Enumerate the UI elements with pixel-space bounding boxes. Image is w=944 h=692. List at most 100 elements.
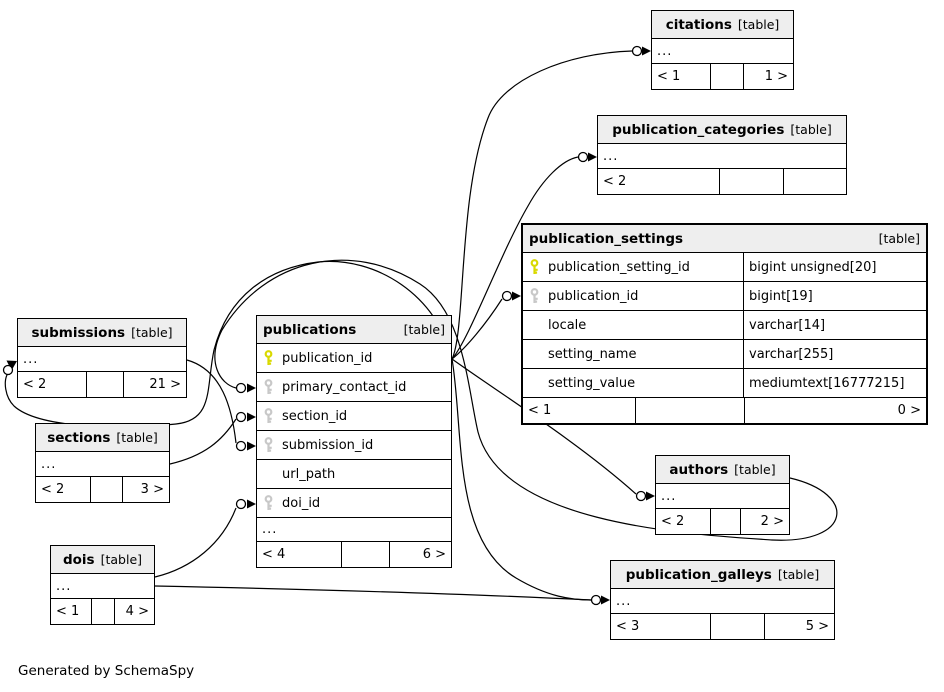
table-tag: [table] [737, 17, 780, 32]
table-authors[interactable]: authors [table] ... < 2 2 > [655, 455, 790, 535]
column-type: bigint[19] [743, 282, 926, 310]
table-header-publication_galleys[interactable]: publication_galleys [table] [611, 561, 834, 589]
table-header-publication_categories[interactable]: publication_categories [table] [598, 116, 846, 144]
footer-children: 5 > [805, 619, 829, 634]
table-header-publications[interactable]: publications [table] [257, 316, 451, 344]
column-row-setting_value[interactable]: setting_value mediumtext[16777215] [523, 369, 926, 398]
edge-publications-citations [451, 50, 633, 360]
columns-ellipsis[interactable]: ... [656, 484, 789, 509]
column-row-publication_id[interactable]: publication_id [257, 344, 451, 373]
edge-sections-section_id [169, 418, 237, 465]
arrow-into-primary_contact_id [247, 383, 256, 393]
primary-key-icon [528, 259, 541, 275]
connector-circle-submissions [2, 364, 14, 376]
arrow-into-publication_categories [588, 152, 597, 162]
table-tag: [table] [777, 567, 820, 582]
table-tag: [table] [878, 231, 920, 246]
table-dois[interactable]: dois [table] ... < 1 4 > [50, 545, 155, 625]
table-citations[interactable]: citations [table] ... < 1 1 > [651, 10, 794, 90]
footer-mid [342, 542, 390, 567]
table-tag: [table] [116, 430, 158, 445]
table-publication_galleys[interactable]: publication_galleys [table] ... < 3 5 > [610, 560, 835, 640]
table-publication_categories[interactable]: publication_categories [table] ... < 2 [597, 115, 847, 195]
footer-children: 4 > [125, 604, 149, 619]
table-tag: [table] [403, 322, 445, 337]
connector-circle-doi_id [235, 498, 247, 510]
columns-ellipsis[interactable]: ... [652, 39, 793, 64]
column-name: doi_id [282, 495, 321, 511]
edge-publications-publication_settings [451, 298, 503, 360]
arrow-into-authors [646, 491, 655, 501]
fk-arrowheads [6, 46, 655, 605]
foreign-key-icon [528, 288, 541, 304]
edge-publications-publication_galleys [451, 358, 592, 601]
table-name: dois [62, 551, 95, 568]
arrow-into-doi_id [247, 499, 256, 509]
table-header-sections[interactable]: sections [table] [36, 424, 169, 452]
arrow-into-publication_galleys [601, 595, 610, 605]
table-header-submissions[interactable]: submissions [table] [18, 319, 186, 347]
table-name: publication_galleys [625, 566, 772, 583]
columns-ellipsis[interactable]: ... [51, 574, 154, 599]
columns-ellipsis[interactable]: ... [598, 144, 846, 169]
table-footer: < 1 4 > [51, 599, 154, 624]
table-name: sections [47, 429, 111, 446]
footer-parents: < 1 [51, 599, 93, 624]
foreign-key-icon [262, 495, 275, 511]
edge-dois-doi_id [154, 507, 237, 578]
table-publication_settings[interactable]: publication_settings [table] publication… [521, 223, 928, 425]
column-row-submission_id[interactable]: submission_id [257, 431, 451, 460]
column-name: publication_setting_id [548, 259, 690, 275]
arrow-into-section_id [247, 412, 256, 422]
column-row-url_path[interactable]: url_path [257, 460, 451, 489]
column-row-publication_id[interactable]: publication_id bigint[19] [523, 282, 926, 311]
foreign-key-icon [262, 437, 275, 453]
connector-circle-publication_galleys [590, 594, 602, 606]
column-row-primary_contact_id[interactable]: primary_contact_id [257, 373, 451, 402]
fk-connector-circles [2, 45, 647, 606]
table-footer: < 2 2 > [656, 509, 789, 534]
table-footer: < 1 1 > [652, 64, 793, 89]
footer-mid [711, 64, 744, 89]
column-name: url_path [282, 466, 336, 482]
edge-publications-submissions [4, 260, 453, 428]
table-header-authors[interactable]: authors [table] [656, 456, 789, 484]
table-header-dois[interactable]: dois [table] [51, 546, 154, 574]
column-row-locale[interactable]: locale varchar[14] [523, 311, 926, 340]
column-row-setting_name[interactable]: setting_name varchar[255] [523, 340, 926, 369]
columns-ellipsis[interactable]: ... [611, 589, 834, 614]
column-row-publication_setting_id[interactable]: publication_setting_id bigint unsigned[2… [523, 253, 926, 282]
column-type: varchar[255] [743, 340, 926, 368]
edge-authors-primary_contact [214, 259, 838, 541]
table-tag: [table] [790, 122, 832, 137]
footer-parents: < 4 [257, 542, 343, 567]
column-name: locale [548, 317, 587, 333]
connector-circle-citations [631, 45, 643, 57]
columns-ellipsis[interactable]: ... [18, 347, 186, 372]
footer-mid [711, 614, 765, 639]
footer-parents: < 2 [36, 477, 92, 502]
connector-circle-authors [635, 490, 647, 502]
table-header-citations[interactable]: citations [table] [652, 11, 793, 39]
footer-parents: < 2 [598, 169, 720, 194]
edge-submissions-submission_id [186, 359, 237, 444]
footer-children: 3 > [140, 482, 164, 497]
table-footer: < 2 [598, 169, 846, 194]
connector-circle-publication_categories [577, 151, 589, 163]
table-header-publication_settings[interactable]: publication_settings [table] [523, 225, 926, 253]
footer-mid [91, 477, 124, 502]
columns-ellipsis[interactable]: ... [257, 518, 451, 542]
footer-children [784, 169, 846, 194]
table-sections[interactable]: sections [table] ... < 2 3 > [35, 423, 170, 503]
table-publications[interactable]: publications [table] publication_id prim… [256, 315, 452, 568]
column-row-section_id[interactable]: section_id [257, 402, 451, 431]
column-name: primary_contact_id [282, 379, 407, 395]
foreign-key-icon [262, 379, 275, 395]
connector-circle-submission_id [235, 440, 247, 452]
column-type: varchar[14] [743, 311, 926, 339]
table-name: publication_categories [612, 121, 785, 138]
table-submissions[interactable]: submissions [table] ... < 2 21 > [17, 318, 187, 398]
connector-circle-primary_contact_id [235, 382, 247, 394]
column-row-doi_id[interactable]: doi_id [257, 489, 451, 518]
columns-ellipsis[interactable]: ... [36, 452, 169, 477]
